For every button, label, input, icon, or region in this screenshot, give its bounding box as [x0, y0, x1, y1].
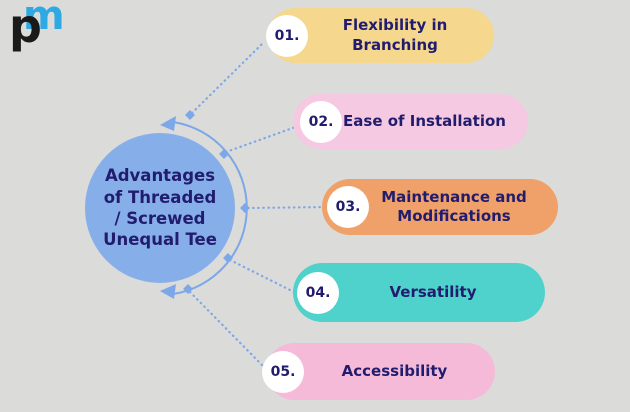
arrow-icon [160, 284, 176, 299]
number-badge: 04. [297, 271, 339, 314]
central-topic-line: Advantages [104, 166, 216, 186]
pill-03-maintenance: 03. Maintenance and Modifications [322, 179, 558, 235]
pill-02-ease-of-installation: 02. Ease of Installation [293, 94, 528, 149]
pill-01-flexibility: 01. Flexibility in Branching [266, 8, 494, 63]
number-badge: 03. [327, 186, 369, 228]
central-topic-line: of Threaded [103, 187, 217, 207]
central-topic-line: / Screwed [114, 209, 206, 228]
node-dot [223, 253, 233, 263]
pill-label: Flexibility in Branching [268, 8, 494, 63]
node-dot [240, 203, 250, 213]
pill-label: Versatility [293, 263, 545, 322]
pill-label-line: Ease of Installation [343, 111, 506, 130]
dotted-connector [224, 123, 303, 154]
central-topic-circle: Advantages of Threaded / Screwed Unequal… [85, 133, 235, 283]
logo-letter-p-icon: p [9, 0, 42, 53]
pill-label-line: Branching [352, 35, 438, 54]
dotted-connector [228, 258, 298, 295]
number-badge: 01. [266, 14, 308, 57]
pill-label-line: Flexibility in [342, 16, 448, 35]
pill-04-versatility: 04. Versatility [293, 263, 545, 322]
pill-label-line: Accessibility [341, 361, 448, 380]
pill-label: Accessibility [266, 343, 495, 400]
number-badge: 05. [262, 350, 304, 393]
brand-logo: m p [6, 0, 76, 66]
pill-label-line: Versatility [389, 282, 477, 301]
dotted-connector [188, 290, 264, 367]
pill-05-accessibility: 05. Accessibility [262, 343, 495, 400]
dotted-connector [246, 205, 332, 210]
node-dot [219, 149, 229, 159]
dotted-connector [190, 40, 266, 115]
pill-label-line: Maintenance and [381, 187, 527, 206]
number-badge: 02. [300, 100, 342, 143]
pill-label: Maintenance and Modifications [322, 179, 558, 235]
central-topic-line: Unequal Tee [103, 230, 217, 250]
arrow-icon [160, 116, 176, 131]
logo-letter-m-icon: m [23, 0, 65, 39]
pill-label: Ease of Installation [293, 94, 528, 149]
pill-label-line: Modifications [397, 207, 511, 225]
node-dot [185, 110, 195, 120]
